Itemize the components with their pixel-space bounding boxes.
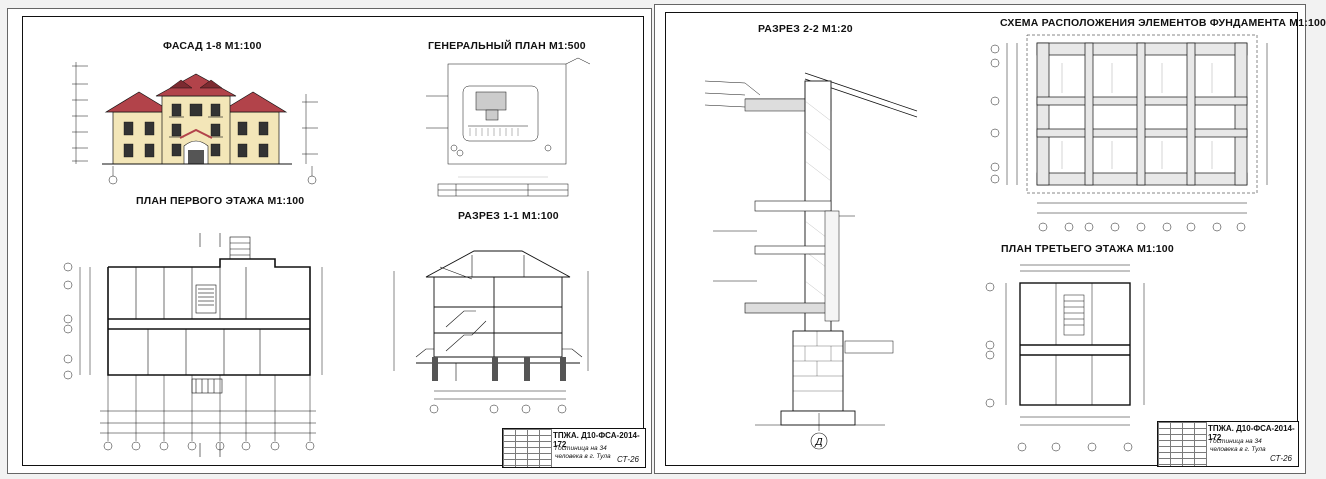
section-1-1-drawing: [393, 250, 589, 414]
sheet-number: СТ-26: [1270, 454, 1292, 463]
floor1-plan-title: ПЛАН ПЕРВОГО ЭТАЖА М1:100: [136, 195, 305, 207]
section-1-1-title: РАЗРЕЗ 1-1 М1:100: [458, 210, 559, 222]
project-name-line2: человека в г. Тула: [1210, 446, 1266, 453]
floor3-plan-drawing: [985, 264, 1145, 452]
sheet-frame: [22, 16, 644, 466]
floor1-plan-drawing: [63, 233, 323, 457]
drawing-code: ТПЖА. Д10-ФСА-2014-172: [1208, 424, 1295, 442]
foundation-scheme-drawing: [990, 34, 1268, 232]
foundation-scheme-title: СХЕМА РАСПОЛОЖЕНИЯ ЭЛЕМЕНТОВ ФУНДАМЕНТА …: [1000, 17, 1326, 29]
drawing-sheet-left: ФАСАД 1-8 М1:100 ГЕНЕРАЛЬНЫЙ ПЛАН М1:500…: [7, 8, 652, 474]
title-block-grid: [503, 429, 552, 467]
site-plan-title: ГЕНЕРАЛЬНЫЙ ПЛАН М1:500: [428, 40, 586, 52]
section-2-2-title: РАЗРЕЗ 2-2 М1:20: [758, 23, 853, 35]
sheet-number: СТ-26: [617, 455, 639, 464]
facade-drawing: [72, 62, 318, 185]
project-name-line2: человека в г. Тула: [555, 453, 611, 460]
sheet-frame: [665, 12, 1298, 466]
drawing-code: ТПЖА. Д10-ФСА-2014-172: [553, 431, 640, 449]
project-name-line1: Гостиница на 34: [1210, 438, 1262, 445]
site-plan-drawing: [426, 57, 591, 197]
axis-label-d: Д: [814, 437, 822, 448]
title-block-grid: [1158, 422, 1207, 466]
drawing-sheet-right: РАЗРЕЗ 2-2 М1:20 СХЕМА РАСПОЛОЖЕНИЯ ЭЛЕМ…: [654, 4, 1326, 474]
project-name-line1: Гостиница на 34: [555, 445, 607, 452]
facade-title: ФАСАД 1-8 М1:100: [163, 40, 262, 52]
section-2-2-drawing: Д: [704, 72, 918, 450]
floor3-plan-title: ПЛАН ТРЕТЬЕГО ЭТАЖА М1:100: [1001, 243, 1174, 255]
